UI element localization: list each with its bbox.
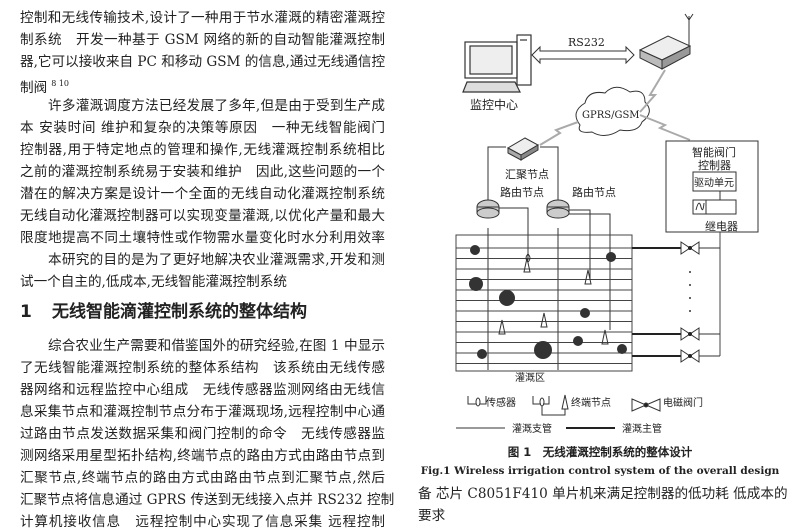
valve-controller-label: 智能阀门 (692, 145, 736, 159)
section-number: 1 (20, 302, 32, 322)
text-line: 控制器,用于特定地点的管理和操作,无线灌溉控制系统相比 (20, 142, 385, 158)
legend-main-pipe-label: 灌溉主管 (622, 422, 662, 435)
text: 制阀 (20, 80, 48, 96)
irrigation-area (455, 232, 721, 372)
legend-solenoid-valve-label: 电磁阀门 (663, 396, 703, 409)
wireless-links (539, 69, 691, 146)
valve-links (699, 247, 720, 357)
computer-icon (462, 34, 532, 93)
router-node-label: 路由节点 (572, 185, 616, 199)
text-line: 试一个自主的,低成本,无线智能灌溉控制系统 (20, 274, 287, 290)
figure-caption-cn: 图 1 无线灌溉控制系统的整体设计 (507, 445, 693, 459)
text-line: 之前的灌溉控制系统易于安装和维护 因此,这些问题的一个 (20, 164, 385, 180)
drive-unit-box (692, 171, 737, 192)
text-line: 综合农业生产需要和借鉴国外的研究经验,在图 1 中显示 (48, 338, 385, 354)
main-pipe (632, 247, 681, 357)
solenoid-valve-icon (680, 241, 700, 255)
drive-unit-label: 驱动单元 (694, 177, 734, 189)
text-line: 本研究的目的是为了更好地解决农业灌溉需求,开发和测 (48, 252, 385, 268)
text-line: 息采集节点和灌溉控制节点分布于灌溉现场,远程控制中心通 (20, 404, 385, 420)
text-line: 潜在的解决方案是设计一个全面的无线自动化灌溉控制系统 (20, 186, 385, 202)
legend-branch-pipe-label: 灌溉支管 (512, 422, 552, 435)
text-line: 限度地提高不同土壤特性或作物需水量变化时水分利用效率 (20, 230, 385, 246)
solenoid-valve-icon (631, 398, 661, 412)
text-line: 了无线智能灌溉控制系统的整体系结构 该系统由无线传感 (20, 360, 385, 376)
router-node-icon (476, 199, 500, 219)
relay-label: 继电器 (705, 220, 738, 233)
text-line: 本 安装时间 维护和复杂的决策等原因 一种无线智能阀门 (20, 120, 385, 136)
text-line: 汇聚节点将信息通过 GPRS 传送到无线接入点并 RS232 控制 (20, 492, 395, 508)
text-line: 器网络和远程监控中心组成 无线传感器监测网络由无线信 (20, 382, 385, 398)
text-line: 过路由节点发送数据采集和阀门控制的命令 无线传感器监 (20, 426, 385, 442)
router-links (487, 146, 611, 370)
text-line: 无线自动化灌溉控制器可以实现变量灌溉,以优化产量和最大 (20, 208, 385, 224)
text-line: 要求 (418, 508, 446, 524)
citation-ref[interactable]: 8 10 (51, 79, 69, 88)
text-line: 备 芯片 C8051F410 单片机来满足控制器的低功耗 低成本的 (418, 486, 788, 502)
legend: 传感器 终端节点 电磁阀门 灌溉支管 灌溉主管 (456, 394, 703, 435)
sink-node-icon (506, 137, 540, 161)
text-line: 测网络采用星型拓扑结构,终端节点的路由方式由路由节点到 (20, 448, 385, 464)
terminal-node-icon (532, 394, 569, 416)
text-line: 制系统 开发一种基于 GSM 网络的新的自动智能灌溉控制 (20, 32, 385, 48)
legend-terminal-node-label: 终端节点 (571, 396, 611, 409)
valve-controller-box (665, 140, 759, 233)
text-line: 汇聚节点,终端节点的路由方式由路由节点到汇聚节点,然后 (20, 470, 385, 486)
valve-controller-label: 控制器 (698, 158, 731, 172)
text-line: 控制和无线传输技术,设计了一种用于节水灌溉的精密灌溉控 (20, 10, 385, 26)
system-diagram: 监控中心 RS232 GPRS/GSM 汇聚节点 路由节点 路由节点 智能阀门 … (455, 13, 759, 435)
solenoid-valve-icon (680, 327, 700, 341)
cloud-shape (575, 86, 650, 136)
terminal-node-icons (498, 253, 609, 345)
sink-node-label: 汇聚节点 (505, 168, 549, 181)
continuation-dots (689, 271, 691, 312)
monitor-center-label: 监控中心 (470, 97, 518, 112)
crop-icons (469, 245, 627, 359)
text-line: 计算机接收信息 远程控制中心实现了信息采集 远程控制 (20, 514, 385, 528)
wireless-access-point-icon (638, 13, 694, 70)
text-line: 许多灌溉调度方法已经发展了多年,但是由于受到生产成 (48, 98, 385, 114)
text-line: 器,它可以接收来自 PC 和移动 GSM 的信息,通过无线通信控 (20, 54, 386, 70)
irrigation-area-label: 灌溉区 (515, 371, 545, 384)
router-node-label: 路由节点 (500, 185, 544, 199)
relay-icon (692, 199, 737, 215)
sensor-icon (467, 396, 487, 407)
section-heading: 1 无线智能滴灌控制系统的整体结构 (20, 299, 307, 325)
network-label: GPRS/GSM (582, 110, 640, 121)
router-node-icon (546, 199, 570, 219)
legend-sensor-label: 传感器 (486, 396, 516, 409)
solenoid-valve-icon (680, 349, 700, 363)
section-title: 无线智能滴灌控制系统的整体结构 (52, 302, 307, 322)
rs232-arrow (531, 45, 635, 65)
figure-caption-en: Fig.1 Wireless irrigation control system… (420, 465, 780, 477)
rs232-label: RS232 (568, 36, 605, 49)
